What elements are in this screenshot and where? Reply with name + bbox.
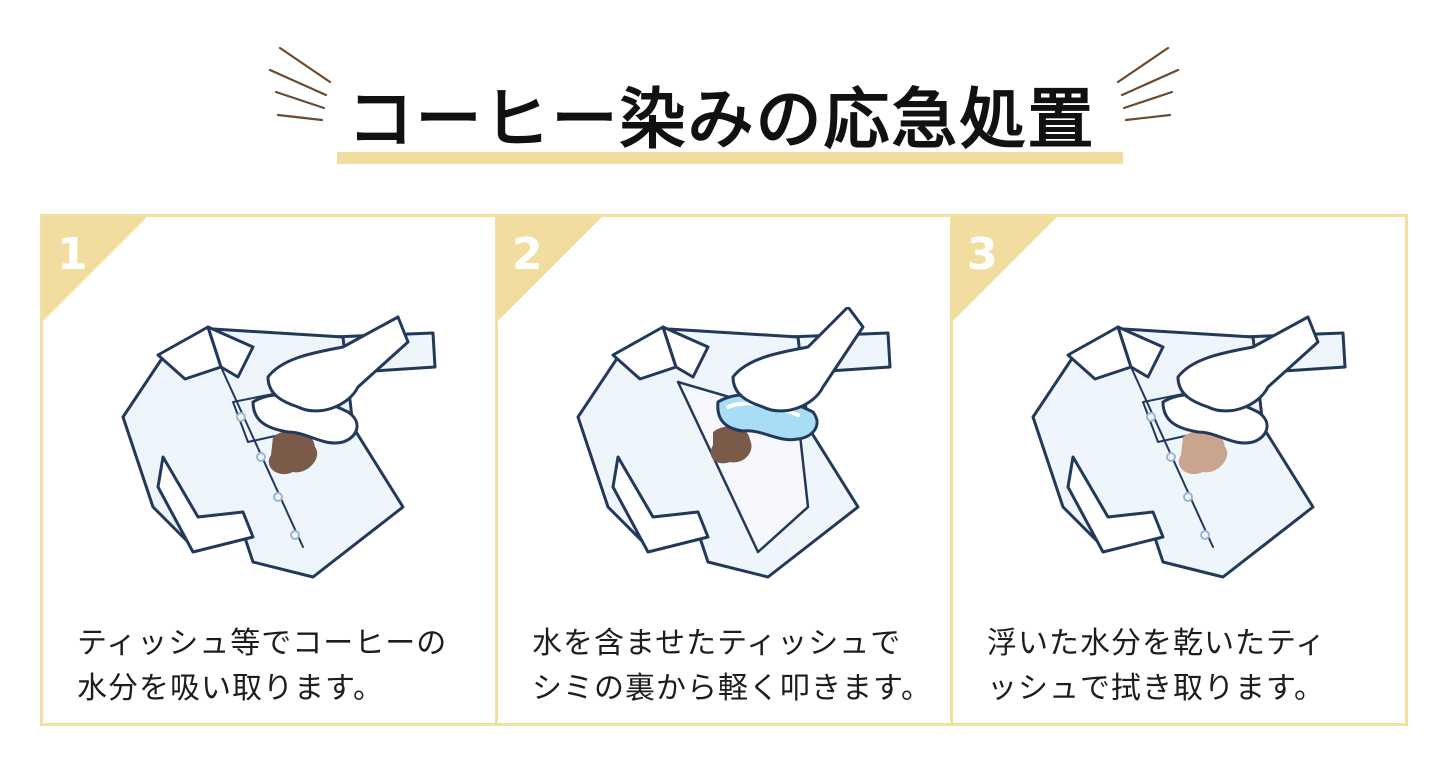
step-corner-tab (953, 217, 1057, 321)
step-caption: ティッシュ等でコーヒーの 水分を吸い取ります。 (77, 621, 487, 711)
emphasis-lines-right-icon (1116, 46, 1180, 122)
step-caption: 浮いた水分を乾いたティ ッシュで拭き取ります。 (987, 621, 1397, 711)
caption-line: ティッシュ等でコーヒーの (77, 626, 448, 661)
title-underline (337, 152, 1123, 164)
caption-line: 水分を吸い取ります。 (77, 671, 384, 706)
step-card-3: 3 浮いた水分を乾いたティ ッシュで拭き取ります。 (950, 214, 1408, 726)
steps-panel: 1 (40, 214, 1408, 726)
step-card-2: 2 水を含ませたティッシュで シミの裏から軽く叩きます。 (495, 214, 953, 726)
step-number: 1 (57, 229, 88, 280)
shirt-wet-tissue-tap-icon (576, 307, 892, 579)
step-corner-tab (498, 217, 602, 321)
step-caption: 水を含ませたティッシュで シミの裏から軽く叩きます。 (532, 621, 942, 711)
caption-line: ッシュで拭き取ります。 (987, 671, 1325, 706)
caption-line: シミの裏から軽く叩きます。 (532, 671, 932, 706)
step-number: 3 (967, 229, 998, 280)
step-corner-tab (43, 217, 147, 321)
header: コーヒー染みの応急処置 (0, 0, 1443, 190)
emphasis-lines-left-icon (268, 46, 332, 122)
caption-line: 浮いた水分を乾いたティ (987, 626, 1327, 661)
step-number: 2 (512, 229, 543, 280)
step-card-1: 1 (40, 214, 498, 726)
shirt-tissue-blot-icon (121, 315, 437, 579)
shirt-dry-tissue-wipe-icon (1031, 315, 1347, 579)
page-title: コーヒー染みの応急処置 (347, 81, 1096, 158)
caption-line: 水を含ませたティッシュで (532, 626, 902, 661)
